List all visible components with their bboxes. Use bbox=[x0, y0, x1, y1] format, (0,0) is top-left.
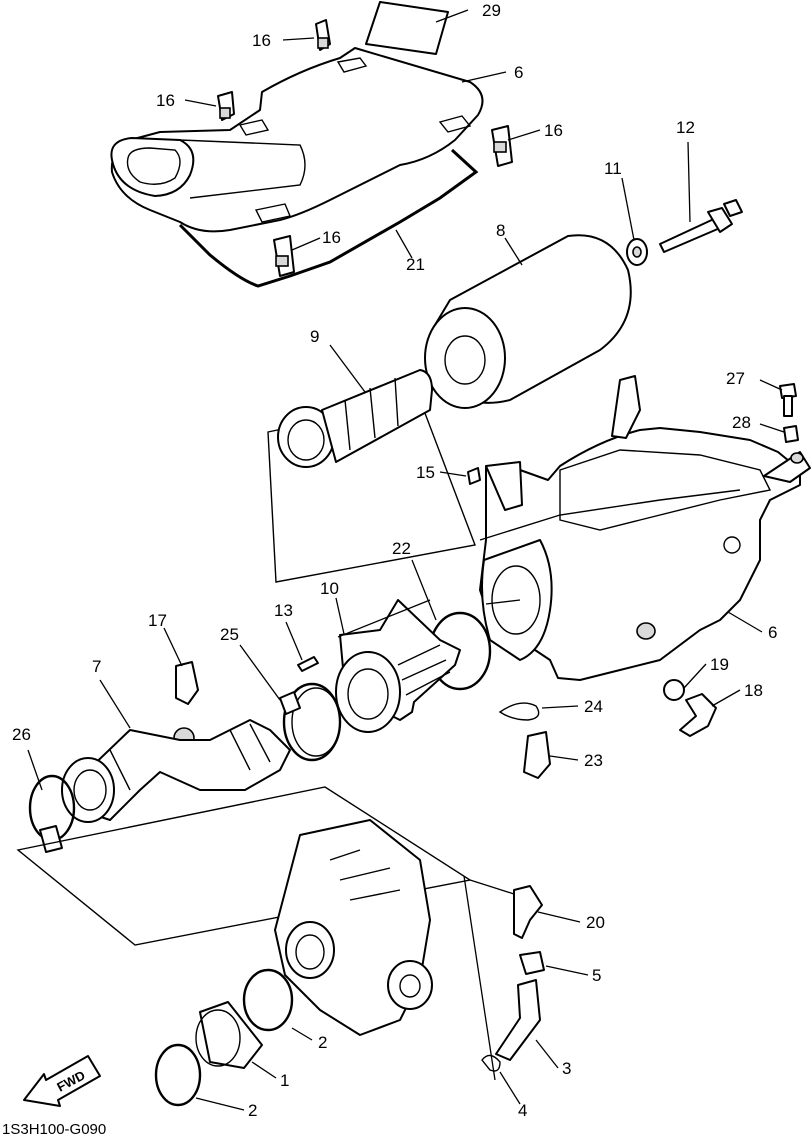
callout-7: 6 bbox=[514, 63, 523, 82]
callout-13: 12 bbox=[676, 118, 695, 137]
part-5-clip[interactable] bbox=[519, 951, 545, 975]
part-25-clamp[interactable] bbox=[279, 682, 342, 762]
part-21-seal[interactable] bbox=[178, 148, 479, 288]
callout-25: 25 bbox=[220, 625, 239, 644]
throttle-body-assembly[interactable] bbox=[16, 786, 472, 1036]
part-18-elbow-hose[interactable] bbox=[679, 693, 717, 737]
part-2-clamp-lower[interactable] bbox=[154, 1043, 202, 1107]
callout-28: 28 bbox=[732, 413, 751, 432]
part-3-hose[interactable] bbox=[495, 979, 541, 1061]
callout-2-upper: 2 bbox=[318, 1033, 327, 1052]
part-29-label-sticker[interactable] bbox=[365, 1, 449, 55]
callout-2-lower: 2 bbox=[248, 1101, 257, 1120]
part-28-collar[interactable] bbox=[783, 425, 799, 443]
part-11-joint-screen[interactable] bbox=[335, 599, 461, 733]
leader-lines bbox=[27, 9, 785, 1111]
part-16-clip-bottom[interactable] bbox=[273, 235, 295, 277]
forward-direction-arrow: FWD bbox=[23, 1055, 101, 1107]
callout-3: 3 bbox=[562, 1059, 571, 1078]
callout-26: 26 bbox=[12, 725, 31, 744]
callout-labels: 29 6 16 16 16 16 21 8 11 12 9 27 28 15 2… bbox=[12, 1, 777, 1120]
part-13-bolt[interactable] bbox=[659, 199, 743, 253]
part-19-grommet[interactable] bbox=[663, 679, 685, 701]
part-16-clip-left[interactable] bbox=[217, 91, 235, 121]
drawing-code: 1S3H100-G090 bbox=[2, 1121, 106, 1137]
callout-8: 7 bbox=[92, 657, 101, 676]
callout-19: 19 bbox=[710, 655, 729, 674]
part-10-filter-guide[interactable] bbox=[267, 369, 476, 583]
callout-16-top: 16 bbox=[252, 31, 271, 50]
part-6-air-cleaner-case[interactable] bbox=[479, 375, 811, 681]
part-12-washer[interactable] bbox=[626, 238, 648, 266]
callout-27: 27 bbox=[726, 369, 745, 388]
callout-11: 10 bbox=[320, 579, 339, 598]
callout-9: 8 bbox=[496, 221, 505, 240]
part-15-small-clip[interactable] bbox=[467, 467, 481, 485]
callout-5: 5 bbox=[592, 966, 601, 985]
callout-6: 6 bbox=[768, 623, 777, 642]
callout-21: 21 bbox=[406, 255, 425, 274]
callout-10: 9 bbox=[310, 327, 319, 346]
callout-29: 29 bbox=[482, 1, 501, 20]
part-14-screw[interactable] bbox=[297, 656, 319, 672]
part-23-drain-plug[interactable] bbox=[523, 731, 551, 779]
callout-4: 4 bbox=[518, 1101, 527, 1120]
callout-1: 1 bbox=[280, 1071, 289, 1090]
part-17-breather-fitting[interactable] bbox=[173, 661, 199, 749]
callout-17: 17 bbox=[148, 611, 167, 630]
part-27-bolt[interactable] bbox=[779, 383, 797, 417]
part-24-hose-clip[interactable] bbox=[498, 702, 540, 721]
part-16-clip-right[interactable] bbox=[491, 125, 513, 167]
callout-16-right: 16 bbox=[544, 121, 563, 140]
callout-24: 24 bbox=[584, 697, 603, 716]
callout-14: 13 bbox=[274, 601, 293, 620]
callout-23: 23 bbox=[584, 751, 603, 770]
callout-12: 11 bbox=[604, 159, 622, 178]
part-7-air-cleaner-cover[interactable] bbox=[110, 47, 484, 233]
callout-22: 22 bbox=[392, 539, 411, 558]
part-26-clamp[interactable] bbox=[28, 774, 76, 853]
callout-16-left: 16 bbox=[156, 91, 175, 110]
part-20-fitting[interactable] bbox=[513, 885, 543, 939]
part-1-joint[interactable] bbox=[195, 1001, 263, 1069]
callout-16-bottom: 16 bbox=[322, 228, 341, 247]
callout-20: 20 bbox=[586, 913, 605, 932]
part-16-clip-top[interactable] bbox=[315, 19, 331, 51]
part-8-intake-duct[interactable] bbox=[61, 719, 291, 823]
part-2-clamp-upper[interactable] bbox=[242, 968, 294, 1032]
callout-15: 15 bbox=[416, 463, 435, 482]
part-9-air-filter[interactable] bbox=[424, 234, 632, 409]
callout-18: 18 bbox=[744, 681, 763, 700]
